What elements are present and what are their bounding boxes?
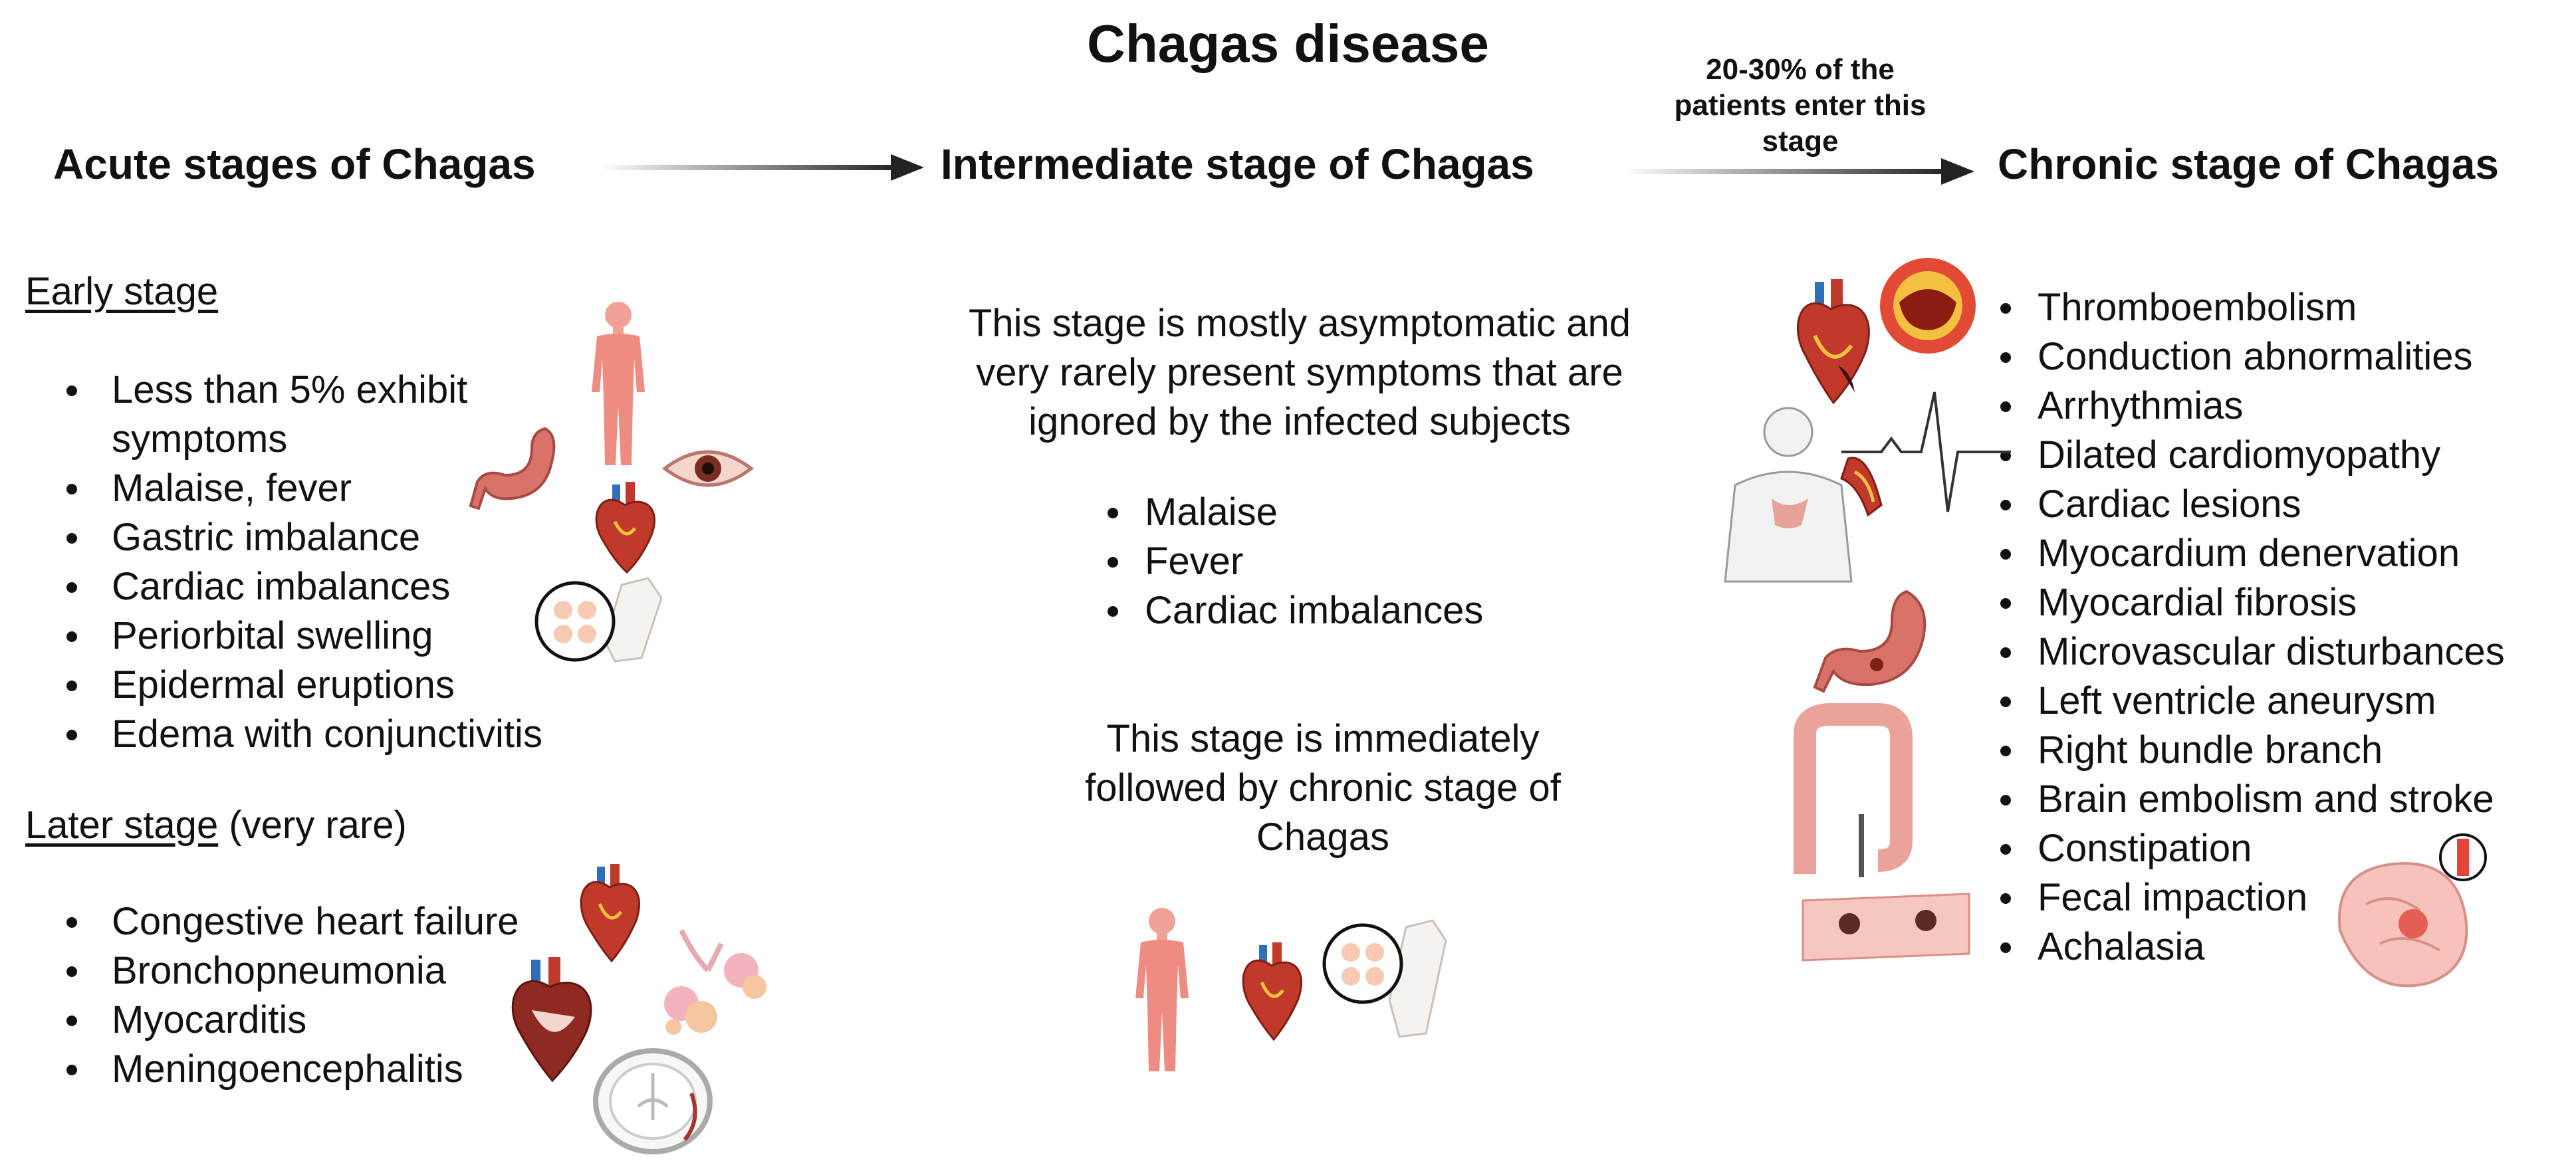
- heart-icon: [595, 482, 655, 574]
- text-line: Chagas: [1256, 815, 1389, 859]
- early-stage-label: Early stage: [25, 270, 219, 313]
- skin-cells-icon: [534, 577, 663, 663]
- list-item: Myocarditis: [25, 996, 519, 1045]
- list-item: Cardiac imbalances: [1098, 586, 1483, 635]
- chronic-stage-heading: Chronic stage of Chagas: [1998, 140, 2499, 188]
- human-body-icon: [1135, 908, 1189, 1071]
- myocarditis-heart-icon: [511, 957, 592, 1083]
- list-item: Bronchopneumonia: [25, 946, 519, 996]
- list-item: Cardiac imbalances: [25, 562, 542, 611]
- list-item: Fecal impaction: [1991, 873, 2505, 922]
- transition-note-line: patients enter this: [1674, 89, 1927, 122]
- text-line: ignored by the infected subjects: [1028, 400, 1571, 443]
- list-item: Arrhythmias: [1991, 381, 2505, 431]
- stomach-icon: [469, 427, 556, 510]
- lungs-alveoli-icon: [664, 929, 766, 1035]
- list-item: Epidermal eruptions: [25, 661, 542, 710]
- heart-failure-icon: [580, 864, 640, 963]
- transition-note-line: stage: [1762, 125, 1839, 158]
- list-item: Left ventricle aneurysm: [1991, 677, 2505, 726]
- intermediate-description: This stage is mostly asymptomatic and ve…: [901, 299, 1698, 447]
- intermediate-stage-heading: Intermediate stage of Chagas: [941, 140, 1534, 188]
- heart-icon: [1796, 279, 1870, 405]
- list-item: Edema with conjunctivitis: [25, 710, 542, 759]
- intermediate-symptom-list: Malaise Fever Cardiac imbalances: [1098, 488, 1483, 635]
- text-line: very rarely present symptoms that are: [976, 351, 1623, 394]
- early-stage-list: Less than 5% exhibit symptoms Malaise, f…: [25, 366, 542, 759]
- acute-to-intermediate-arrow: [598, 154, 924, 181]
- list-item: Periorbital swelling: [25, 611, 542, 661]
- list-item: Microvascular disturbances: [1991, 627, 2505, 677]
- list-item: Fever: [1098, 537, 1483, 586]
- ecg-artery-icon: [1840, 391, 2011, 517]
- list-item: Malaise, fever: [25, 464, 542, 513]
- list-item: Myocardium denervation: [1991, 529, 2505, 578]
- list-item: Less than 5% exhibit: [25, 366, 542, 415]
- transition-note: 20-30% of the patients enter this stage: [1627, 52, 1973, 160]
- list-item: Achalasia: [1991, 922, 2505, 972]
- chronic-symptom-list: Thromboembolism Conduction abnormalities…: [1991, 283, 2505, 972]
- list-item: Conduction abnormalities: [1991, 332, 2505, 381]
- list-item: Congestive heart failure: [25, 897, 519, 946]
- list-item-continuation: symptoms: [112, 417, 288, 461]
- list-item: Dilated cardiomyopathy: [1991, 431, 2505, 480]
- text-line: followed by chronic stage of: [1085, 766, 1561, 809]
- brain-section-icon: [593, 1048, 713, 1154]
- intermediate-to-chronic-arrow: [1622, 158, 1974, 185]
- thrombus-vessel-icon: [1880, 258, 1976, 354]
- list-item: Right bundle branch: [1991, 726, 2505, 775]
- heart-icon: [1242, 942, 1302, 1041]
- brain-stroke-icon: [2338, 833, 2487, 988]
- list-item: Myocardial fibrosis: [1991, 578, 2505, 627]
- colon-icon: [1794, 703, 1913, 877]
- transition-note-line: 20-30% of the: [1706, 53, 1895, 86]
- list-item: Brain embolism and stroke: [1991, 775, 2505, 824]
- list-item: Constipation: [1991, 824, 2505, 873]
- list-item: Gastric imbalance: [25, 513, 542, 562]
- list-item: Thromboembolism: [1991, 283, 2505, 332]
- text-line: This stage is immediately: [1106, 717, 1540, 760]
- eye-icon: [661, 450, 755, 487]
- human-body-icon: [592, 302, 645, 465]
- list-item: Cardiac lesions: [1991, 480, 2505, 529]
- acute-stage-heading: Acute stages of Chagas: [53, 140, 536, 188]
- muscle-fiber-icon: [1802, 893, 1970, 962]
- text-line: This stage is mostly asymptomatic and: [968, 302, 1631, 345]
- skin-cells-icon: [1322, 919, 1447, 1038]
- later-stage-list: Congestive heart failure Bronchopneumoni…: [25, 897, 519, 1094]
- stomach-lesion-icon: [1813, 589, 1927, 693]
- list-item: Malaise: [1098, 488, 1483, 537]
- intermediate-followup-note: This stage is immediately followed by ch…: [991, 714, 1655, 862]
- list-item: Meningoencephalitis: [25, 1045, 519, 1094]
- later-stage-label: Later stage (very rare): [25, 803, 407, 847]
- patient-chest-pain-icon: [1724, 407, 1853, 583]
- diagram-title: Chagas disease: [1087, 14, 1489, 73]
